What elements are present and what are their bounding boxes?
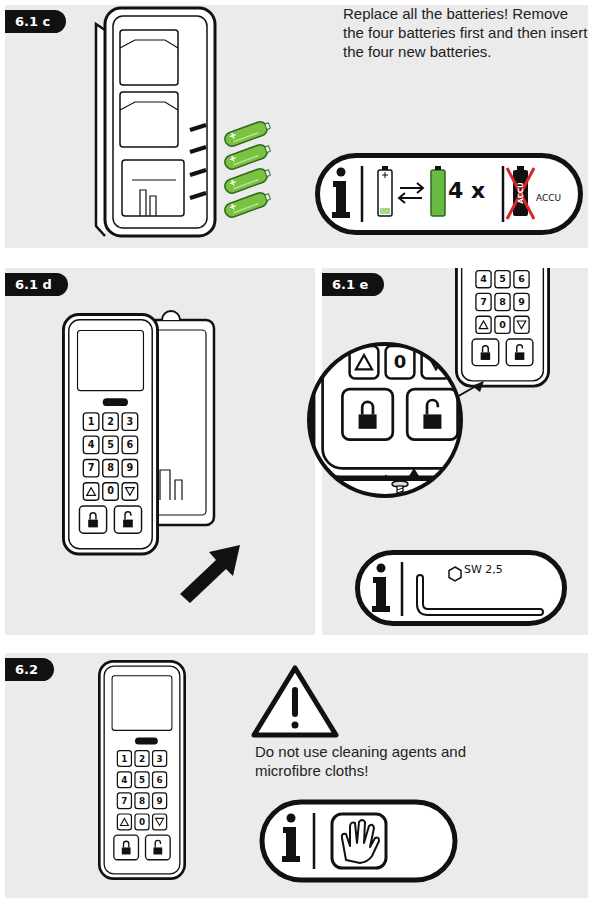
key-digit: 8 <box>107 463 114 473</box>
key-digit: 3 <box>157 754 163 763</box>
key-digit: 3 <box>127 417 134 427</box>
keypad <box>456 268 548 386</box>
key-digit: 4 <box>480 274 487 284</box>
key-digit: 8 <box>499 297 506 307</box>
step-number: 6.1 c <box>5 10 66 33</box>
warning-sign <box>254 668 336 735</box>
info-pill: 4 x ACCU <box>315 153 583 235</box>
key-digit: 0 <box>139 818 145 827</box>
key-digit: 1 <box>88 417 95 427</box>
key-digit: 5 <box>139 775 145 784</box>
key-digit: 5 <box>107 440 114 450</box>
key-digit: 5 <box>499 274 506 284</box>
keypad <box>63 314 157 554</box>
key-digit: 9 <box>127 463 134 473</box>
assembly-arrow <box>180 545 240 603</box>
step-panel: 6.1 c Replace all the batteries! Remove t… <box>5 5 588 248</box>
tool-size: SW 2,5 <box>464 563 503 576</box>
key-digit: 7 <box>88 463 95 473</box>
key-digit: 7 <box>480 297 487 307</box>
batteries <box>223 119 272 219</box>
key-digit: 6 <box>518 274 525 284</box>
insert-marks <box>190 125 206 198</box>
key-digit: 9 <box>518 297 525 307</box>
step-number: 6.1 d <box>5 273 68 296</box>
key-digit: 9 <box>157 796 163 805</box>
leader-pointer <box>472 381 484 392</box>
key-digit: 2 <box>139 754 145 763</box>
battery-housing <box>96 8 215 236</box>
warning-text: Do not use cleaning agents and microfibr… <box>255 742 515 780</box>
key-digit: 1 <box>121 754 127 763</box>
key-digit: 4 <box>121 775 127 784</box>
info-pill <box>262 802 455 880</box>
key-digit: 4 <box>88 440 95 450</box>
battery-note: ACCU <box>536 193 561 203</box>
key-digit: 6 <box>127 440 134 450</box>
instruction-text: Replace all the batteries! Remove the fo… <box>343 4 591 61</box>
key-digit: 2 <box>107 417 114 427</box>
keypad <box>99 661 184 878</box>
step-number: 6.1 e <box>322 273 384 296</box>
key-digit: 6 <box>157 775 163 784</box>
key-digit: 0 <box>394 353 407 371</box>
key-digit: 8 <box>139 796 145 805</box>
info-icons <box>372 562 540 616</box>
info-icons <box>332 166 534 222</box>
quantity: 4 x <box>448 178 485 203</box>
key-digit: 7 <box>121 796 127 805</box>
step-number: 6.2 <box>5 658 54 681</box>
key-digit: 0 <box>499 320 506 330</box>
battery-marking: ACCU <box>517 182 524 203</box>
key-digit: 0 <box>107 487 114 497</box>
